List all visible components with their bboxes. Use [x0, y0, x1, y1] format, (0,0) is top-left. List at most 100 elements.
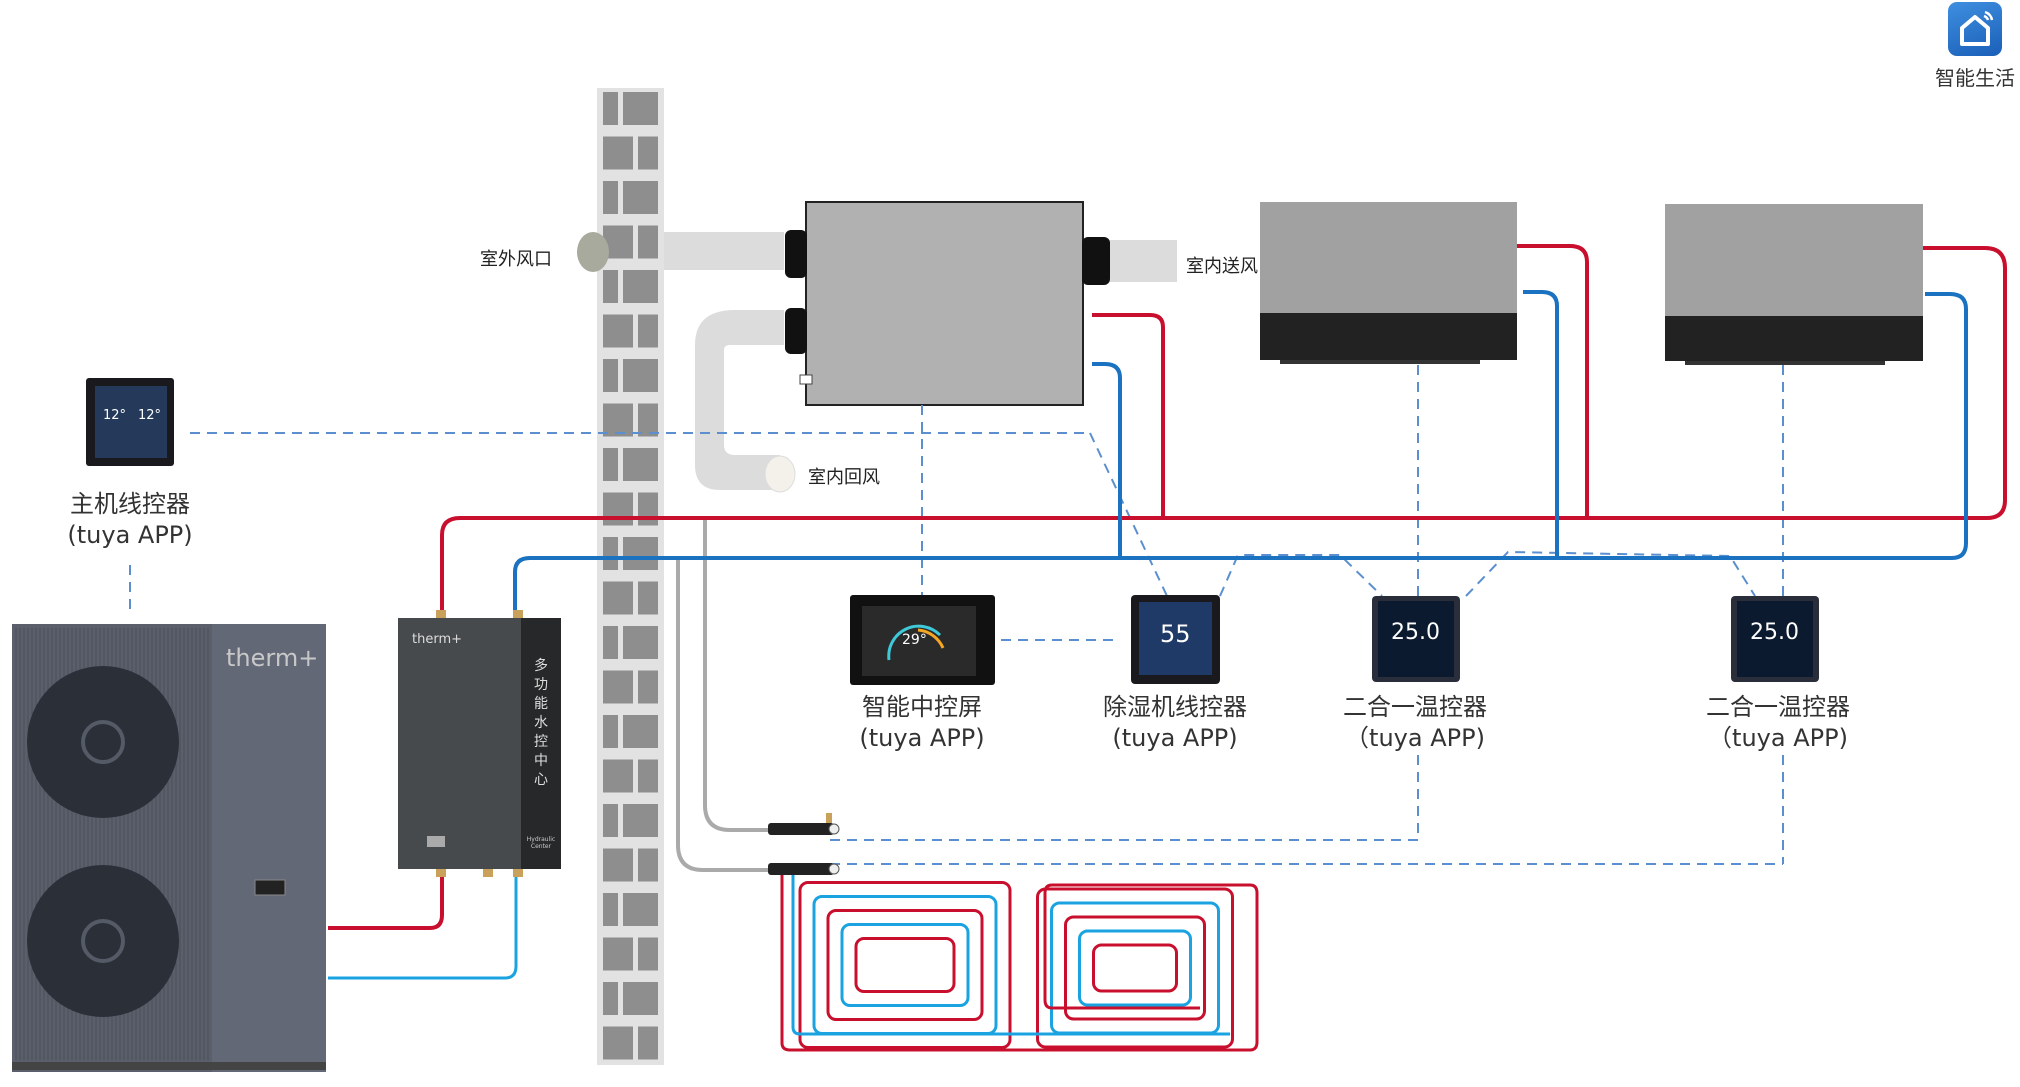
coil-loop: [1064, 915, 1206, 1021]
brick: [603, 537, 618, 570]
thermostat-1-name: 二合一温控器: [1343, 693, 1487, 721]
smart-panel-name: 智能中控屏: [862, 693, 982, 721]
brick: [623, 715, 658, 748]
vertical-char: 功: [534, 677, 548, 693]
brick: [603, 448, 618, 481]
brick-wall: [597, 88, 664, 1065]
smart-life-app-icon[interactable]: [1948, 2, 2002, 56]
smart-panel-device: [850, 595, 995, 685]
thermostat-1-value: 25.0: [1391, 620, 1440, 645]
host-reading-2: 12°: [138, 408, 162, 423]
fan-coil-unit-2: [1665, 204, 1923, 365]
vertical-char: 能: [534, 696, 548, 712]
vertical-char: 中: [534, 753, 548, 769]
coil-loop: [1050, 901, 1220, 1035]
hydraulic-center-unit: [398, 610, 561, 877]
house-wifi-icon: [1960, 10, 1994, 46]
brick: [638, 403, 658, 437]
host-reading-1: 12°: [103, 408, 127, 423]
hot-water-pipes: [328, 244, 2007, 930]
smart-life-app-label: 智能生活: [1935, 66, 2015, 90]
coil-loop: [840, 923, 970, 1007]
brick: [603, 759, 633, 793]
hydraulic-center-subtitle: Hydraulic Center: [526, 836, 556, 850]
host-controller-app: (tuya APP): [67, 521, 193, 549]
coil-loop: [1078, 929, 1192, 1007]
outdoor-vent-label: 室外风口: [480, 249, 552, 270]
thermostat-2-label: 二合一温控器 （tuya APP): [1693, 692, 1863, 754]
floor-heating-manifold: [768, 813, 840, 875]
heat-pump-brand: therm+: [226, 644, 319, 672]
brick: [638, 1026, 658, 1060]
brick: [638, 848, 658, 882]
fan-coil-unit-1: [1260, 202, 1517, 364]
brick: [623, 181, 658, 214]
brick: [623, 359, 658, 392]
vertical-char: 多: [534, 658, 548, 674]
outdoor-vent-cap: [577, 232, 609, 272]
brick: [623, 448, 658, 481]
host-controller-device: [86, 378, 174, 466]
brick: [638, 670, 658, 704]
brick: [603, 181, 618, 214]
brick: [603, 937, 633, 971]
hydraulic-center-vertical-title: 多功能水控中心: [533, 657, 549, 790]
coil-loop: [826, 909, 984, 1021]
brick: [603, 136, 633, 170]
brick: [638, 225, 658, 259]
brick: [623, 537, 658, 570]
coil-loop: [1092, 943, 1178, 993]
brick: [623, 92, 658, 125]
floor-heating-supply-pipes: [676, 520, 770, 872]
brick: [638, 492, 658, 526]
cold-return-to-pump: [328, 875, 518, 980]
brick: [603, 92, 618, 125]
smart-panel-label: 智能中控屏 (tuya APP): [842, 692, 1002, 754]
coil-loop: [854, 937, 956, 993]
floor-heating-coils: [780, 875, 1259, 1052]
thermostat-device-2: [1731, 596, 1819, 682]
brick: [603, 314, 633, 348]
vertical-char: 水: [534, 715, 548, 731]
brick: [638, 136, 658, 170]
vertical-char: 控: [534, 734, 548, 750]
smart-panel-app: (tuya APP): [859, 724, 985, 752]
heat-pump-outdoor-unit: [12, 624, 326, 1072]
brick: [623, 893, 658, 926]
thermostat-device-1: [1372, 596, 1460, 682]
host-controller-name: 主机线控器: [70, 490, 190, 518]
dehumidifier-value: 55: [1160, 620, 1191, 648]
coil-loop: [1036, 887, 1234, 1049]
brick: [603, 581, 633, 615]
thermostat-2-app: （tuya APP): [1708, 724, 1848, 752]
brick: [638, 759, 658, 793]
thermostat-2-name: 二合一温控器: [1706, 693, 1850, 721]
brick: [603, 1026, 633, 1060]
coil-loop: [798, 881, 1012, 1049]
brick: [603, 670, 633, 704]
brick: [603, 715, 618, 748]
brick: [603, 270, 618, 303]
brick: [603, 804, 618, 837]
dehumidifier-controller-app: (tuya APP): [1112, 724, 1238, 752]
vertical-char: 心: [534, 772, 548, 788]
brick: [603, 359, 618, 392]
dehumidifier-controller-device: [1131, 595, 1220, 684]
brick: [603, 848, 633, 882]
indoor-return-label: 室内回风: [808, 467, 880, 488]
thermostat-1-label: 二合一温控器 （tuya APP): [1330, 692, 1500, 754]
dehumidifier-controller-name: 除湿机线控器: [1103, 693, 1247, 721]
fresh-air-dehumidifier-unit: [785, 201, 1110, 406]
indoor-return-grille: [764, 455, 796, 493]
dehumidifier-controller-label: 除湿机线控器 (tuya APP): [1090, 692, 1260, 754]
brick: [603, 893, 618, 926]
brick: [623, 982, 658, 1015]
brick: [623, 270, 658, 303]
brick: [603, 403, 633, 437]
brick: [638, 314, 658, 348]
smart-panel-temp: 29°: [902, 632, 927, 648]
brick: [638, 937, 658, 971]
brick: [603, 492, 633, 526]
thermostat-1-app: （tuya APP): [1345, 724, 1485, 752]
